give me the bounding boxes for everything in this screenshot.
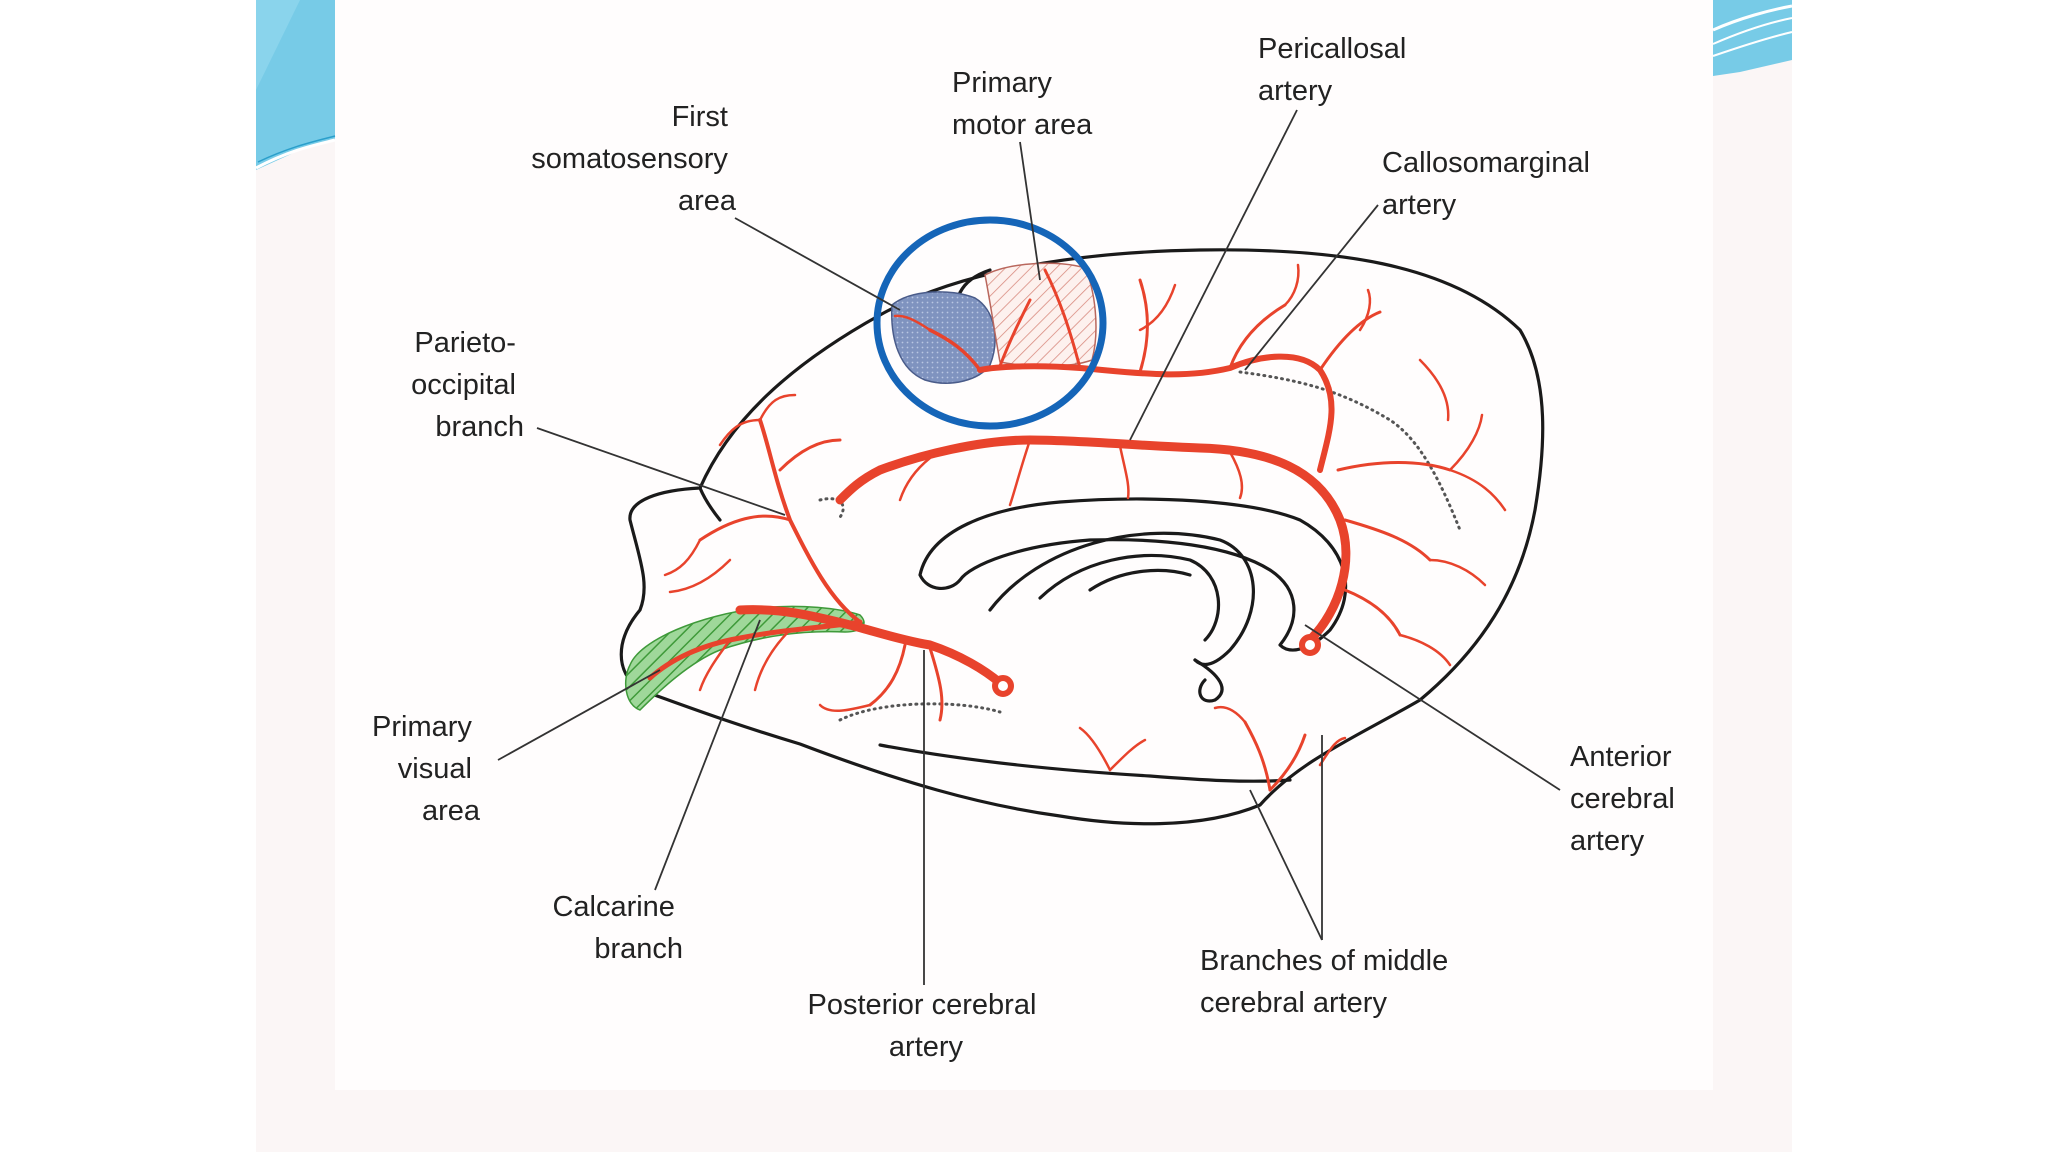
leader-lines bbox=[497, 109, 1561, 985]
slide-accent-right bbox=[1712, 0, 1793, 76]
diagram-panel bbox=[335, 0, 1713, 1090]
label-calcarine: Calcarine branch bbox=[552, 891, 683, 965]
arteries bbox=[647, 263, 1507, 792]
label-anterior-cerebral: Anterior cerebral artery bbox=[1570, 741, 1683, 857]
highlight-circle bbox=[873, 216, 1107, 430]
corpus-callosum bbox=[918, 497, 1348, 652]
slide-accent-left bbox=[255, 0, 336, 170]
label-parieto-occipital: Parieto- occipital branch bbox=[411, 327, 524, 443]
label-middle-cerebral-branches: Branches of middle cerebral artery bbox=[1200, 945, 1456, 1019]
label-pericallosal: Pericallosal artery bbox=[1258, 33, 1414, 107]
label-first-somatosensory: First somatosensory area bbox=[531, 101, 737, 217]
label-callosomarginal: Callosomarginal artery bbox=[1382, 147, 1598, 221]
label-primary-visual: Primary visual area bbox=[372, 711, 481, 827]
brain-outline bbox=[619, 248, 1545, 826]
label-primary-motor: Primary motor area bbox=[952, 67, 1093, 141]
label-posterior-cerebral: Posterior cerebral artery bbox=[808, 989, 1045, 1063]
